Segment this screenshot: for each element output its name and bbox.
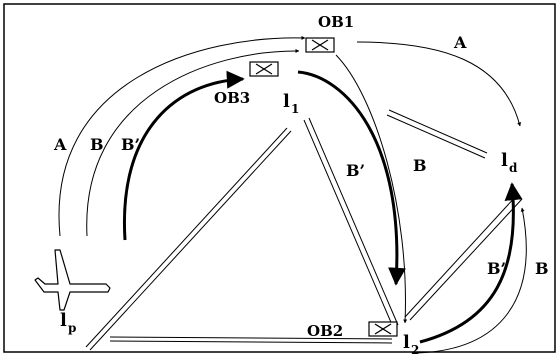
path-label-b: B <box>535 259 549 278</box>
node-subscript: 2 <box>411 343 419 356</box>
edge-l1-l2 <box>303 117 399 328</box>
edge-l2-ld <box>404 194 523 321</box>
path-b-start <box>86 48 300 237</box>
node-ld: l d <box>501 150 518 175</box>
node-subscript: d <box>509 161 518 175</box>
node-subscript: p <box>68 321 76 335</box>
edge-lp-l2 <box>109 336 393 344</box>
ob2-obstacle <box>368 321 398 337</box>
node-label: l <box>501 150 508 171</box>
path-a-start <box>58 35 306 237</box>
node-label: l <box>283 91 290 112</box>
bold-paths <box>122 70 523 344</box>
path-label-a: A <box>53 135 67 154</box>
path-bprime-end <box>419 182 523 344</box>
path-bprime-start <box>122 70 245 241</box>
airplane-icon <box>34 249 111 311</box>
ob3-label: OB3 <box>214 89 250 107</box>
diagram-frame <box>3 3 556 353</box>
ob2-label: OB2 <box>307 322 343 340</box>
graph-edges <box>85 109 523 351</box>
path-label-a: A <box>453 33 467 52</box>
ob3-obstacle <box>249 61 279 77</box>
path-label-b-prime: B’ <box>487 259 506 278</box>
path-b-end <box>416 207 527 354</box>
edge-lp-l1 <box>85 127 292 351</box>
node-l1: l 1 <box>283 91 299 116</box>
node-subscript: 1 <box>291 102 299 116</box>
ob1-obstacle <box>305 37 335 53</box>
node-label: l <box>403 332 410 353</box>
path-label-b-prime: B’ <box>121 135 140 154</box>
path-label-b: B <box>413 156 427 175</box>
path-a-end <box>356 41 522 127</box>
node-l2: l 2 <box>403 332 419 356</box>
edge-ob-ld <box>386 109 488 159</box>
node-lp: l p <box>60 310 76 335</box>
path-bprime-middle <box>297 70 406 286</box>
node-label: l <box>60 310 67 331</box>
path-label-b-prime: B’ <box>346 161 365 180</box>
ob1-label: OB1 <box>318 13 354 31</box>
path-label-b: B <box>90 135 104 154</box>
